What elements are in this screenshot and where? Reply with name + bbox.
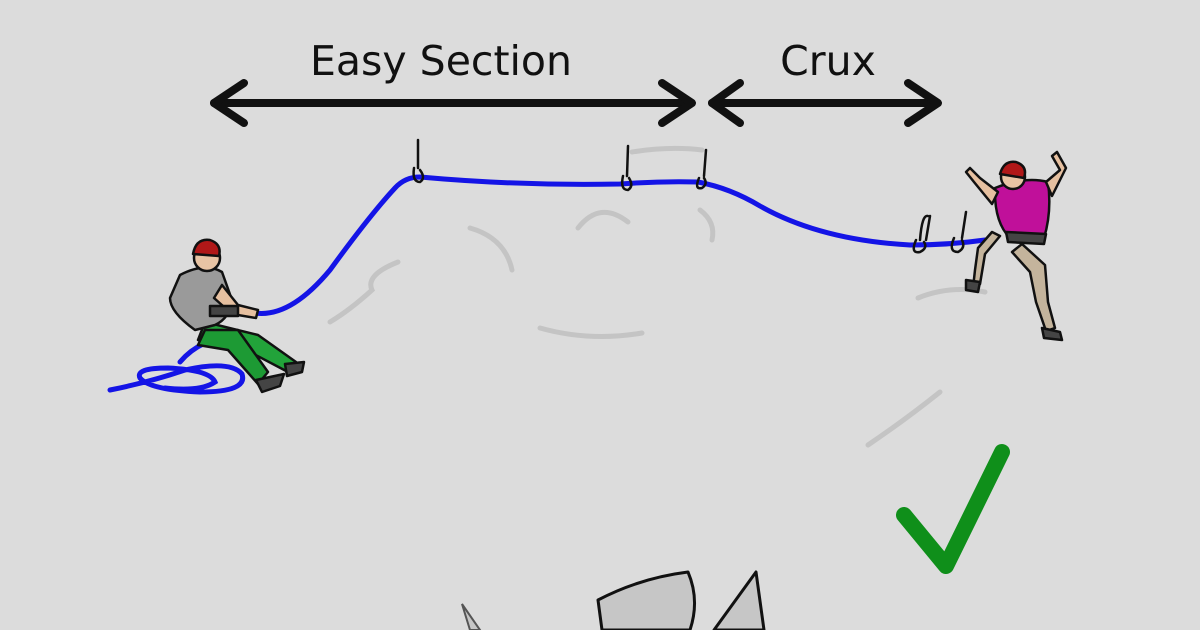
climber-shoe-1 — [964, 278, 982, 294]
belayer-helmet — [191, 238, 221, 258]
quickdraw-3 — [695, 148, 708, 190]
easy-section-label: Easy Section — [310, 37, 572, 85]
checkmark-icon — [896, 444, 1010, 574]
belayer-shoe-2 — [254, 372, 286, 394]
belayer-shoe-1 — [283, 360, 306, 378]
climber-arm-up — [1044, 150, 1068, 198]
crux-label: Crux — [780, 37, 876, 85]
belayer — [168, 238, 306, 394]
belayer-harness — [208, 304, 240, 318]
climber — [964, 150, 1068, 342]
climber-shoe-2 — [1040, 326, 1064, 342]
climber-arm-side — [964, 166, 1000, 206]
rock-texture — [327, 145, 988, 448]
climber-leg-right — [1010, 242, 1057, 333]
climber-leg-left — [971, 230, 1002, 290]
quickdraw-5 — [950, 210, 968, 254]
crux-arrow — [708, 79, 942, 127]
quickdraw-4 — [912, 214, 932, 254]
climber-torso — [993, 178, 1051, 240]
climber-harness — [1004, 230, 1048, 246]
boulder-center — [596, 570, 696, 630]
quickdraw-1 — [412, 138, 425, 184]
climber-helmet — [998, 160, 1027, 180]
boulder-left — [461, 603, 482, 630]
quickdraws — [412, 138, 968, 254]
boulder-right — [712, 570, 766, 630]
boulders — [461, 570, 766, 630]
quickdraw-2 — [620, 144, 633, 192]
easy-section-arrow — [210, 79, 696, 127]
